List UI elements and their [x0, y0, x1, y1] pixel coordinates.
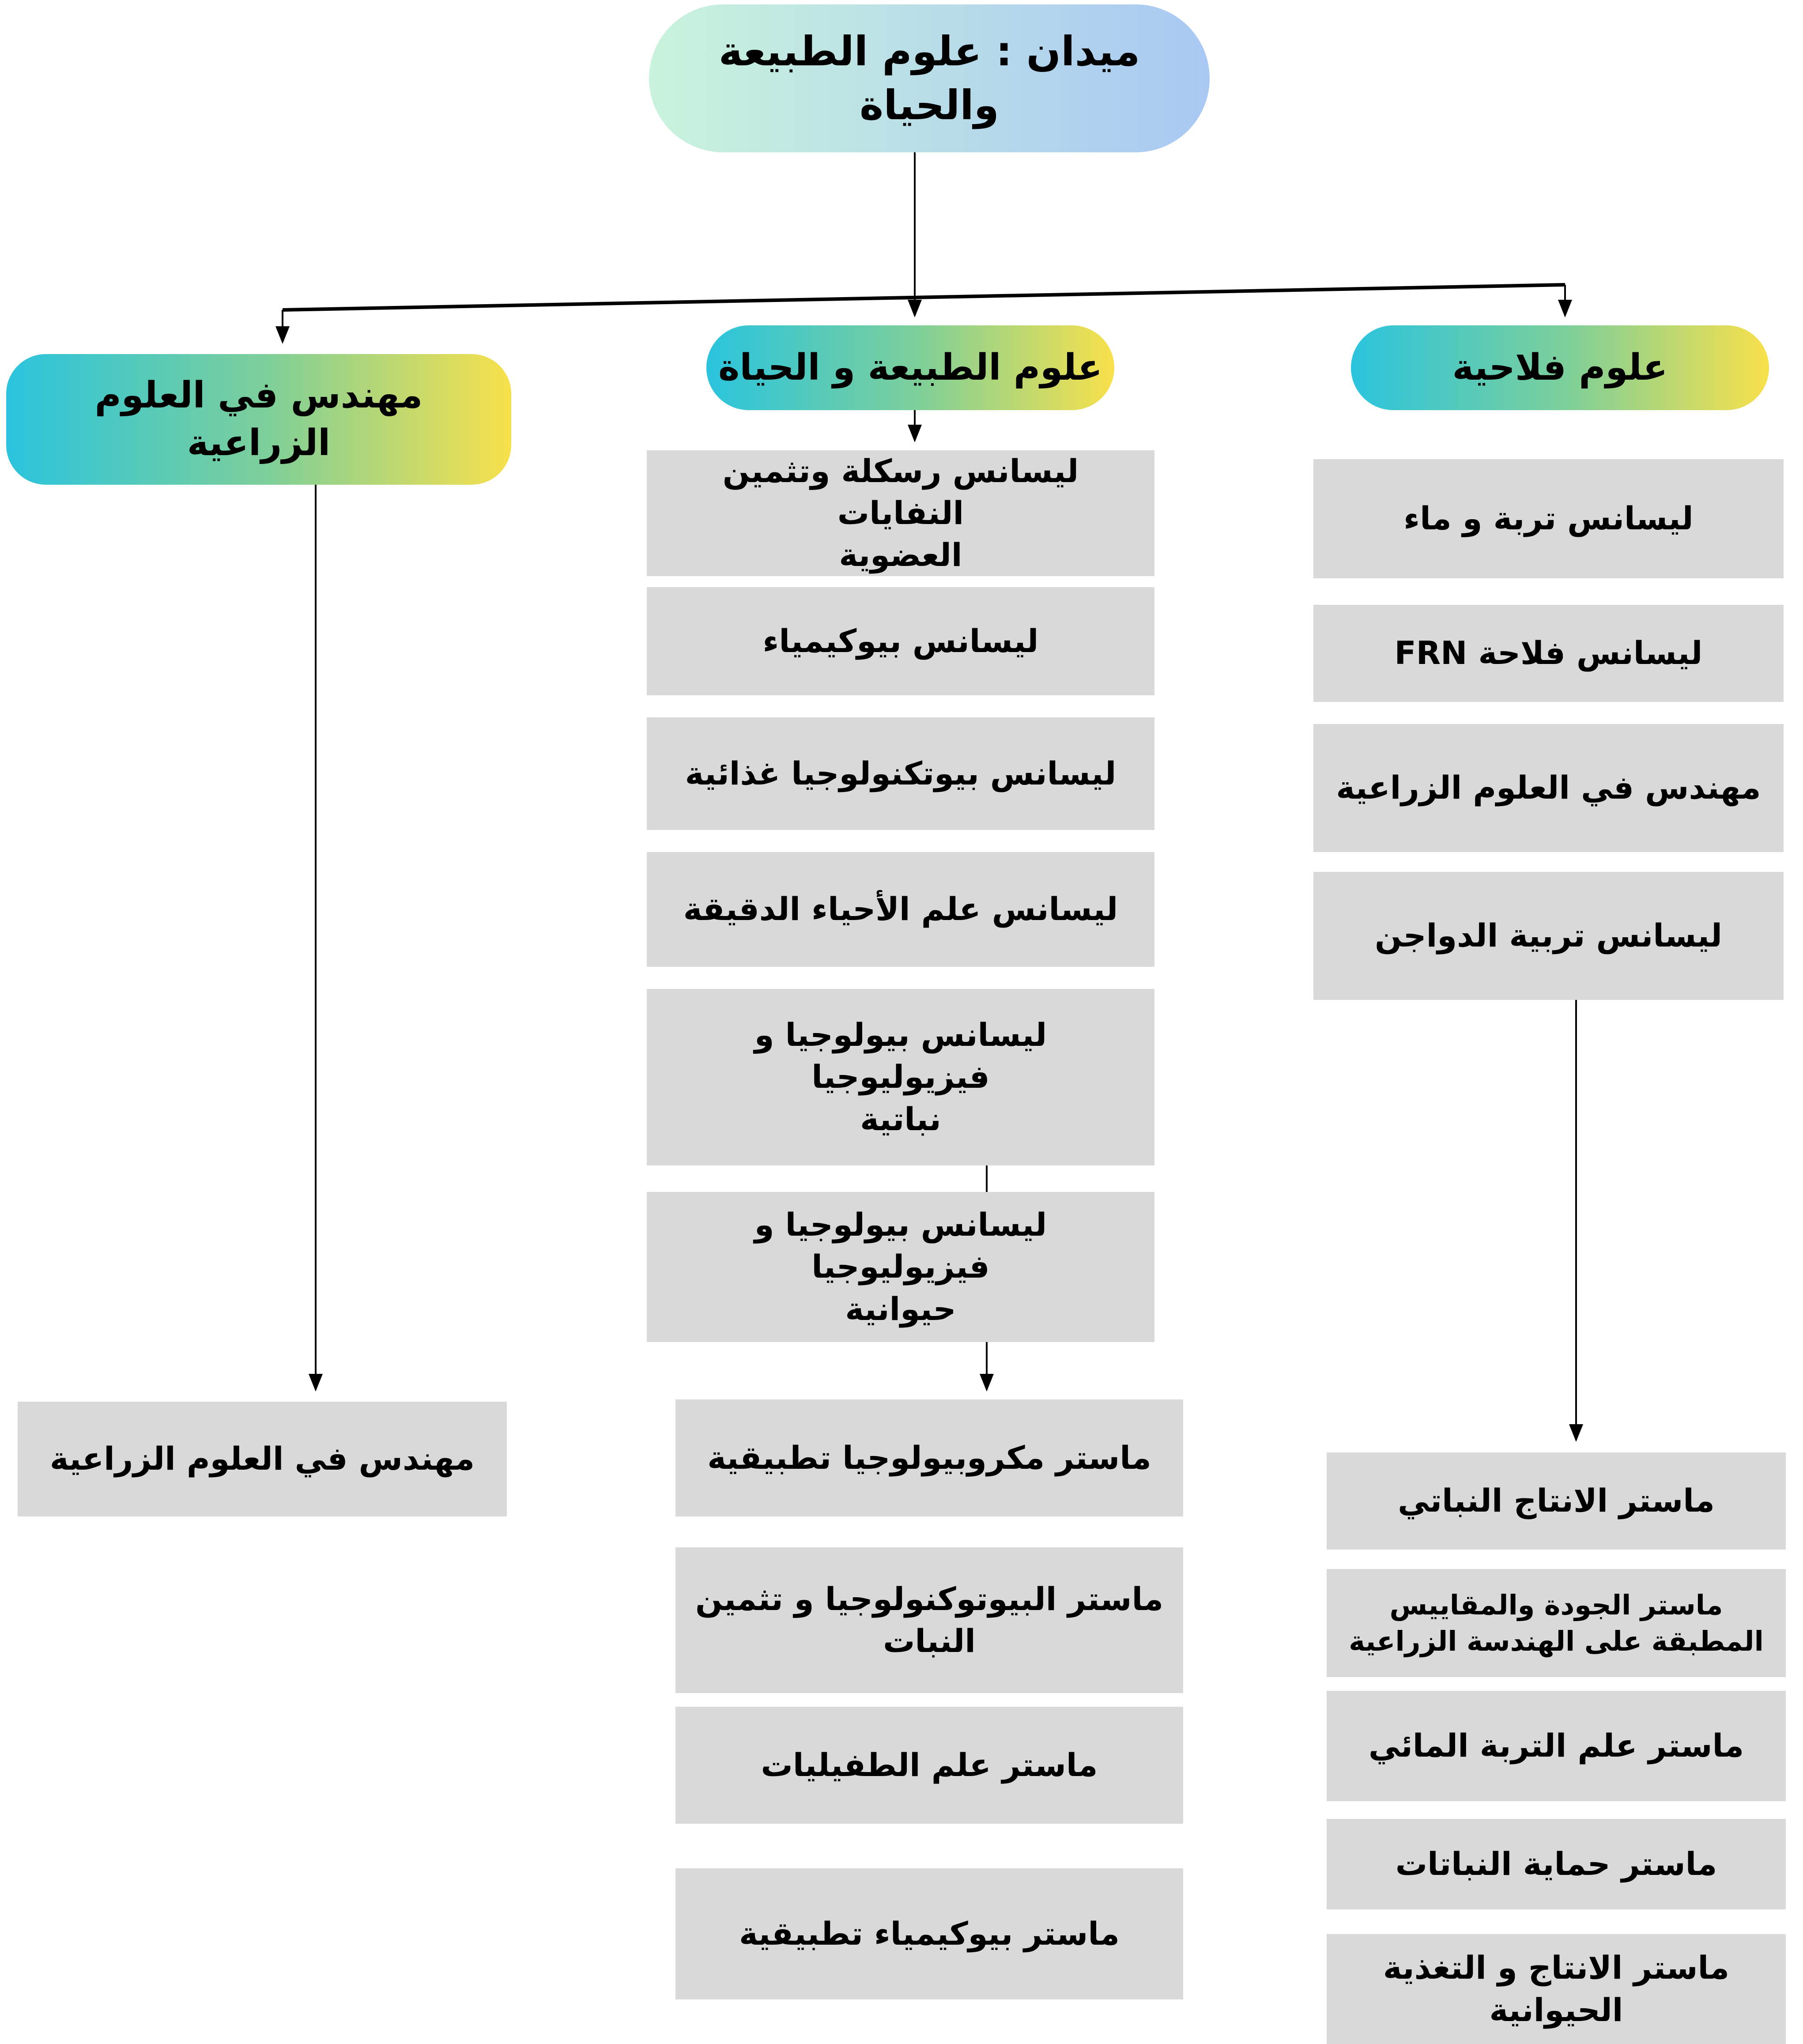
connector-branch-bar: [282, 283, 1565, 312]
master-box-agronomy-1: ماستر الانتاج النباتي: [1327, 1452, 1786, 1550]
engineer-outcome-box: مهندس في العلوم الزراعية: [18, 1402, 507, 1516]
license-box-nature-life-2: ليسانس بيوكيمياء: [647, 587, 1154, 695]
master-box-nature-life-1: ماستر مكروبيولوجيا تطبيقية: [675, 1399, 1183, 1516]
master-box-agronomy-3: ماستر علم التربة المائي: [1327, 1691, 1786, 1801]
license-box-agronomy-3: مهندس في العلوم الزراعية: [1313, 724, 1784, 852]
license-box-nature-life-3: ليسانس بيوتكنولوجيا غذائية: [647, 717, 1154, 830]
branch-nature-life-header: علوم الطبيعة و الحياة: [706, 325, 1114, 410]
license-box-nature-life-6: ليسانس بيولوجيا و فيزيوليوجيا حيوانية: [647, 1192, 1154, 1342]
master-box-agronomy-2: ماستر الجودة والمقاييس المطبقة على الهند…: [1327, 1569, 1786, 1677]
master-box-agronomy-4: ماستر حماية النباتات: [1327, 1819, 1786, 1909]
license-box-nature-life-1: ليسانس رسكلة وتثمين النفايات العضوية: [647, 450, 1154, 576]
master-box-nature-life-3: ماستر علم الطفيليات: [675, 1707, 1183, 1824]
license-box-agronomy-2: ليسانس فلاحة FRN: [1313, 605, 1784, 702]
branch-engineer-header: مهندس في العلوم الزراعية: [6, 354, 511, 485]
master-box-agronomy-5: ماستر الانتاج و التغذية الحيوانية: [1327, 1934, 1786, 2044]
master-box-nature-life-2: ماستر البيوتوكنولوجيا و تثمين النبات: [675, 1547, 1183, 1693]
master-box-nature-life-4: ماستر بيوكيمياء تطبيقية: [675, 1868, 1183, 1999]
branch-agronomy-header: علوم فلاحية: [1351, 325, 1769, 410]
license-box-agronomy-4: ليسانس تربية الدواجن: [1313, 872, 1784, 1000]
license-box-nature-life-4: ليسانس علم الأحياء الدقيقة: [647, 852, 1154, 967]
license-box-nature-life-5: ليسانس بيولوجيا و فيزيوليوجيا نباتية: [647, 989, 1154, 1165]
field-title-node: ميدان : علوم الطبيعة والحياة: [649, 4, 1210, 152]
license-box-agronomy-1: ليسانس تربة و ماء: [1313, 459, 1784, 578]
